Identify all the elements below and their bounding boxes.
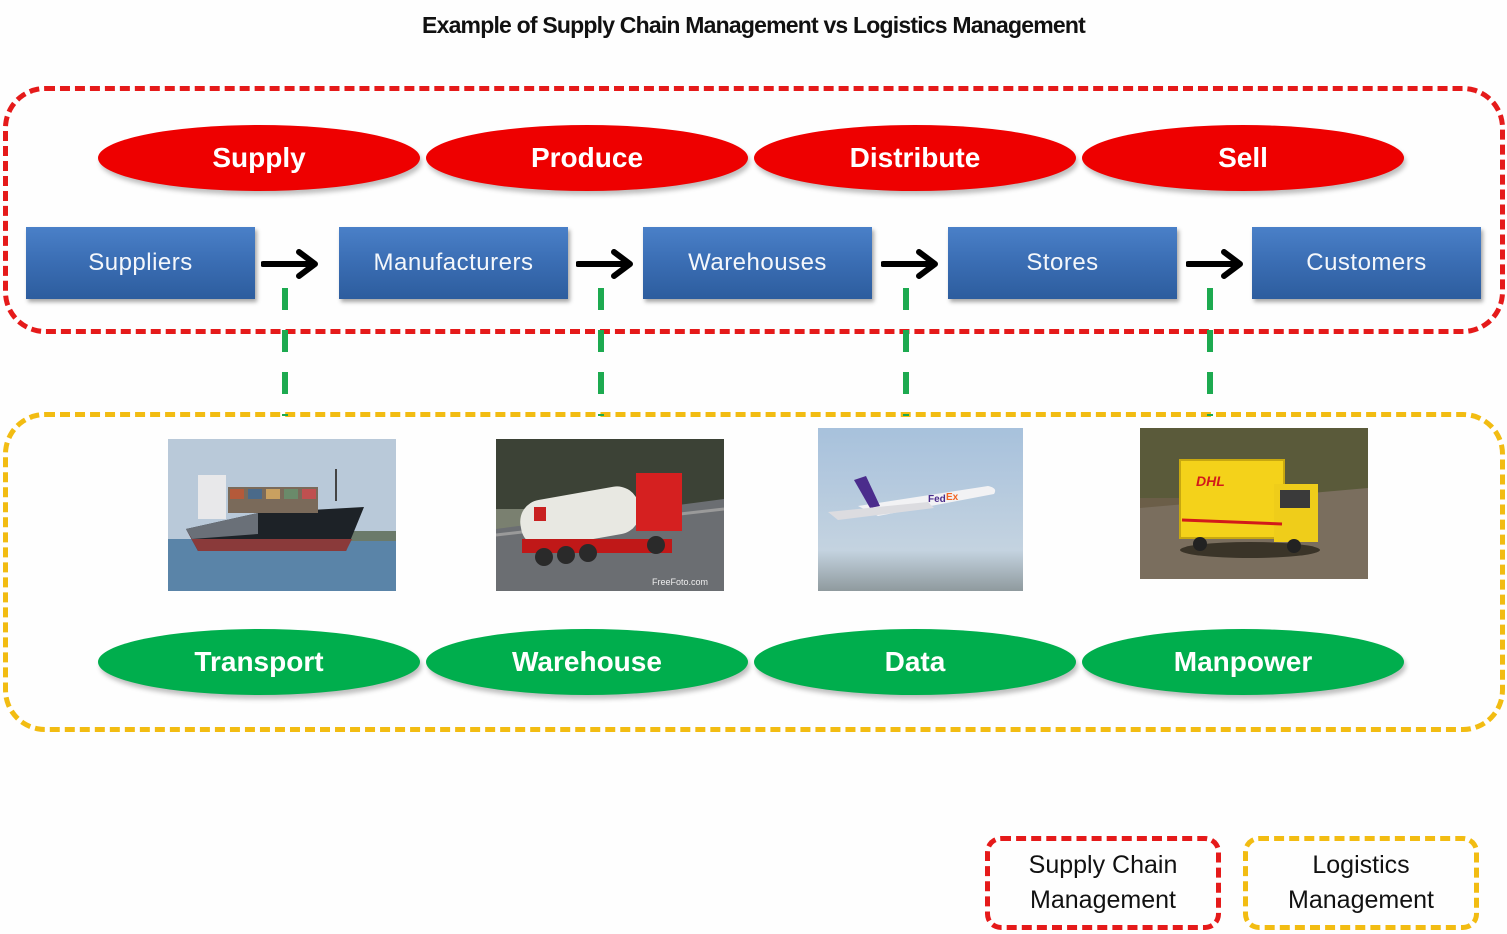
connector-line: [598, 288, 604, 416]
legend-logistics-line2: Management: [1288, 886, 1434, 914]
connector-line: [903, 288, 909, 416]
legend-logistics-line1: Logistics: [1312, 851, 1410, 879]
arrow-right-icon: [261, 249, 318, 279]
entity-manufacturers: Manufacturers: [339, 227, 568, 299]
arrow-right-icon: [576, 249, 633, 279]
legend-logistics: Logistics Management: [1243, 836, 1479, 930]
stage-supply: Supply: [98, 125, 420, 191]
svg-text:Fed: Fed: [928, 494, 946, 505]
entity-warehouses: Warehouses: [643, 227, 872, 299]
arrow-right-icon: [881, 249, 938, 279]
arrow-right-icon: [1186, 249, 1243, 279]
entity-customers: Customers: [1252, 227, 1481, 299]
function-data: Data: [754, 629, 1076, 695]
entity-suppliers: Suppliers: [26, 227, 255, 299]
diagram-title: Example of Supply Chain Management vs Lo…: [422, 12, 1086, 38]
entity-stores: Stores: [948, 227, 1177, 299]
supply-chain-frame: [3, 86, 1505, 334]
svg-text:Ex: Ex: [946, 492, 959, 503]
stage-sell: Sell: [1082, 125, 1404, 191]
delivery-truck-photo: DHL: [1140, 428, 1368, 579]
svg-text:DHL: DHL: [1196, 473, 1225, 489]
function-warehouse: Warehouse: [426, 629, 748, 695]
legend-supply-chain: Supply Chain Management: [985, 836, 1221, 930]
legend-supply-chain-line2: Management: [1030, 886, 1176, 914]
container-ship-photo: [168, 439, 396, 591]
connector-line: [282, 288, 288, 416]
legend-supply-chain-line1: Supply Chain: [1028, 851, 1178, 879]
function-transport: Transport: [98, 629, 420, 695]
svg-text:FreeFoto.com: FreeFoto.com: [652, 577, 708, 587]
stage-produce: Produce: [426, 125, 748, 191]
function-manpower: Manpower: [1082, 629, 1404, 695]
cargo-airplane-photo: Fed Ex: [818, 428, 1023, 591]
tanker-truck-photo: FreeFoto.com: [496, 439, 724, 591]
stage-distribute: Distribute: [754, 125, 1076, 191]
logistics-frame: [3, 412, 1505, 732]
connector-line: [1207, 288, 1213, 416]
